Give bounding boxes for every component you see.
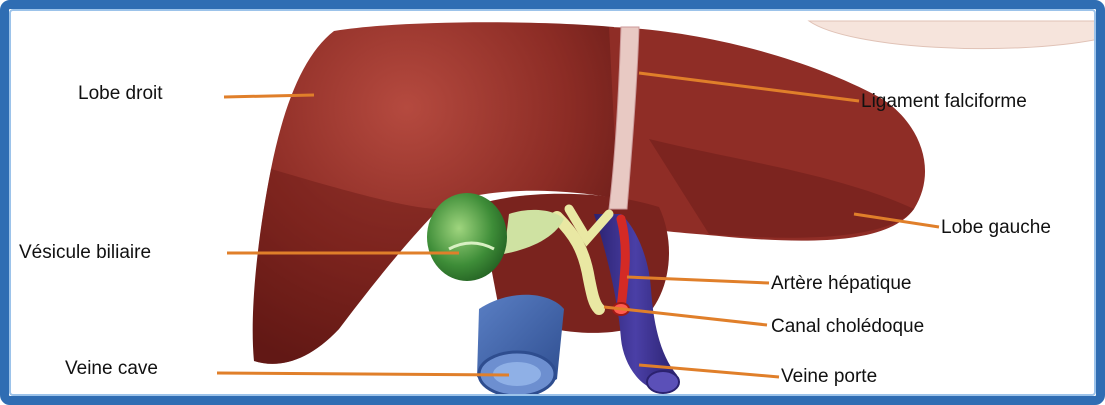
liver-illustration (9, 9, 1105, 405)
veine-cave-shape (477, 295, 564, 396)
label-ligament-falciforme: Ligament falciforme (861, 91, 1027, 113)
artere-shape (621, 219, 625, 309)
leader-veine-cave (217, 373, 509, 375)
label-lobe-gauche: Lobe gauche (941, 217, 1051, 239)
leader-lobe-droit (224, 95, 314, 97)
label-veine-cave: Veine cave (65, 358, 158, 380)
label-artere-hepatique: Artère hépatique (771, 273, 912, 295)
background-sketch (809, 21, 1099, 49)
label-lobe-droit: Lobe droit (78, 83, 163, 105)
label-vesicule-biliaire: Vésicule biliaire (19, 242, 151, 264)
label-canal-choledoque: Canal cholédoque (771, 316, 924, 338)
label-veine-porte: Veine porte (781, 366, 877, 388)
